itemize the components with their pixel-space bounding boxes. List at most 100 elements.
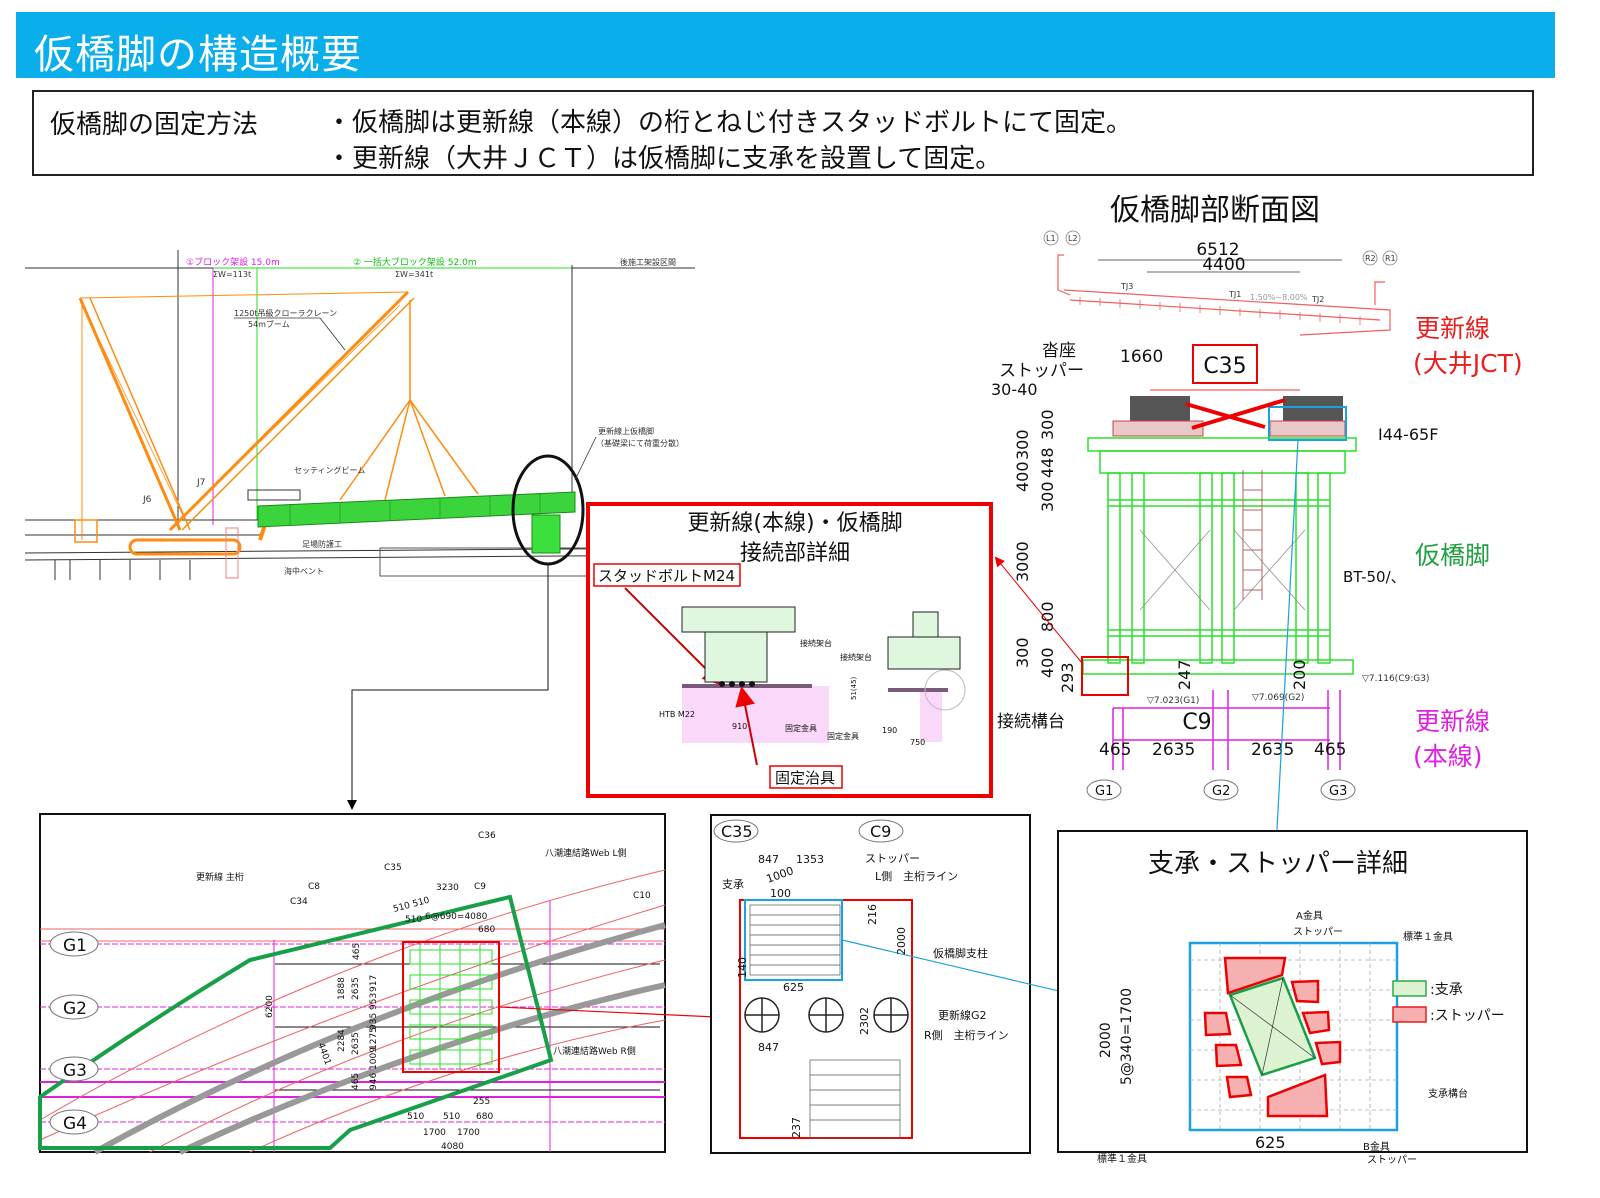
dim-1700b: 1700 — [457, 1128, 480, 1138]
girder-g3: G3 — [1329, 784, 1347, 799]
bt-label: BT-50/、 — [1343, 568, 1406, 586]
col-c9: C9 — [870, 822, 891, 841]
col-dim-140: 140 — [736, 957, 749, 978]
dim-2284: 2284 — [337, 1029, 347, 1052]
dim-51: 51(45) — [850, 676, 858, 700]
main-line-girder — [1112, 690, 1341, 770]
legend-stopper: :ストッパー — [1430, 1008, 1505, 1024]
oi-jct-deck — [1057, 254, 1391, 391]
sea-bent-label: 海中ベント — [284, 566, 324, 576]
renewal-oi-label: 更新線 — [1415, 314, 1490, 343]
main-girder-label: 更新線 主桁 — [196, 871, 244, 883]
bearing-highlight — [1268, 406, 1347, 441]
renewal-main-label: 更新線 — [1415, 707, 1490, 736]
dim-510: 510 — [405, 915, 422, 925]
fix-label-2: 固定金具 — [827, 731, 859, 741]
j6-label: J6 — [142, 495, 152, 505]
std-fitting-label-1: 標準１金具 — [1403, 930, 1453, 943]
pier-cross-section: 仮橋脚部断面図 L1 L2 R2 R1 TJ3 TJ1 TJ2 1.50%~8.… — [991, 193, 1523, 925]
dim-465b: 465 — [352, 943, 362, 960]
fixing-jig-label: 固定治具 — [775, 769, 835, 787]
level-g3: ▽7.116(C9:G3) — [1362, 674, 1429, 684]
dim-910: 910 — [732, 722, 747, 731]
girder-g1: G1 — [1095, 784, 1113, 799]
a-fitting-label: A金具 — [1296, 909, 1323, 922]
dim-3000: 3000 — [1013, 541, 1032, 582]
j7-label: J7 — [196, 478, 205, 488]
dim-4400: 4400 — [1202, 255, 1245, 275]
girder-block — [257, 491, 576, 528]
web-l-label: 八潮連結路Web L側 — [545, 847, 627, 859]
b-fitting-label: B金具 — [1363, 1140, 1390, 1153]
method-bullet: ・更新線（大井ＪＣＴ）は仮橋脚に支承を設置して固定。 — [326, 144, 1002, 174]
stoppers — [1203, 956, 1342, 1118]
dim-625: 625 — [1255, 1133, 1286, 1152]
dim-3230: 3230 — [436, 883, 459, 893]
a-stopper-label: ストッパー — [1293, 926, 1343, 938]
plan-view-panel: G1 G2 G3 G4 更新線 主桁 八潮連結路Web L側 八潮連結路Web … — [38, 813, 741, 1155]
col-dim-216: 216 — [866, 904, 879, 925]
dim-510b: 510 — [407, 1112, 424, 1122]
dim-293: 293 — [1058, 662, 1077, 693]
col-c35: C35 — [721, 822, 753, 841]
bearing-label: 支承 — [722, 878, 744, 891]
dim-6512: 6512 — [1196, 240, 1239, 260]
pier-note-1: 更新線上仮橋脚 — [598, 426, 654, 436]
slope-label: 1.50%~8.00% — [1250, 293, 1308, 302]
column-plan-panel: C35 C9 支承 ストッパー L側 主桁ライン 仮橋脚支柱 更新線G2 R側 … — [710, 814, 1168, 1154]
node-tj1: TJ1 — [1228, 290, 1241, 299]
dim-1700: 5@340=1700 — [1119, 988, 1135, 1085]
dim-190: 190 — [882, 726, 897, 735]
web-r-label: 八潮連結路Web R側 — [553, 1045, 636, 1057]
node-l2: L2 — [1068, 234, 1078, 243]
base-label: 支承構台 — [1428, 1087, 1468, 1100]
dim-680: 680 — [478, 925, 495, 935]
col-dim-2302: 2302 — [858, 1007, 871, 1035]
connection-stage-label: 接続構台 — [997, 712, 1065, 732]
l-line-label: L側 主桁ライン — [875, 869, 958, 883]
renewal-main-sub: (本線) — [1413, 742, 1483, 771]
fixing-method-label: 仮橋脚の固定方法 — [50, 110, 259, 140]
pier-post-label: 仮橋脚支柱 — [933, 946, 988, 960]
c35-label: C35 — [1203, 354, 1246, 379]
dim-300a: 300 — [1038, 409, 1057, 440]
connection-detail-panel: 更新線(本線)・仮橋脚 接続部詳細 スタッドボルトM24 接続架台 HTB M2… — [586, 502, 993, 798]
c9-label: C9 — [1182, 710, 1211, 735]
pier-note-2: （基礎梁にて荷重分散） — [596, 438, 684, 448]
plan-girder-g3: G3 — [63, 1061, 87, 1081]
node-c35: C35 — [384, 863, 402, 873]
dim-946: 946 — [369, 1073, 379, 1090]
col-dim-2000: 2000 — [895, 927, 908, 955]
stud-bolt-label: スタッドボルトM24 — [598, 567, 735, 585]
b-stopper-label: ストッパー — [1367, 1154, 1417, 1166]
boom-label: 54mブーム — [248, 319, 290, 329]
stopper-label: ストッパー — [999, 361, 1084, 381]
dim-1888: 1888 — [337, 977, 347, 1000]
stage1-weight: ΣW=113t — [213, 270, 251, 279]
section-title: 仮橋脚部断面図 — [1110, 193, 1320, 228]
later-section-label: 後施工架設区間 — [620, 257, 676, 267]
level-g1: ▽7.023(G1) — [1147, 696, 1199, 706]
temp-pier-icon — [531, 514, 561, 554]
dim-680b: 680 — [476, 1112, 493, 1122]
dim-1660: 1660 — [1120, 347, 1163, 367]
node-tj3: TJ3 — [1120, 282, 1133, 291]
dim-2635b: 2635 — [1251, 740, 1294, 760]
pier-columns — [744, 997, 909, 1033]
crane-label: 1250t吊級クローラクレーン — [234, 308, 337, 318]
legend: :支承 :ストッパー — [1392, 980, 1505, 1024]
node-c36: C36 — [478, 831, 496, 841]
stopper-label: ストッパー — [865, 852, 920, 865]
dim-2635a: 2635 — [351, 977, 361, 1000]
stopper-spec: 30-40 — [991, 380, 1038, 399]
legend-bearing: :支承 — [1430, 982, 1463, 998]
dim-300d: 300 — [1013, 637, 1032, 668]
dim-2635a: 2635 — [1152, 740, 1195, 760]
col-dim-237: 237 — [790, 1117, 803, 1138]
htb-label: HTB M22 — [659, 710, 695, 719]
setting-beam-label: セッティングビーム — [294, 465, 365, 475]
dim-200: 200 — [1290, 659, 1309, 690]
level-g2: ▽7.069(G2) — [1252, 693, 1304, 703]
dim-247: 247 — [1175, 659, 1194, 690]
stage1-label: ①ブロック架設 15.0m — [186, 256, 280, 268]
